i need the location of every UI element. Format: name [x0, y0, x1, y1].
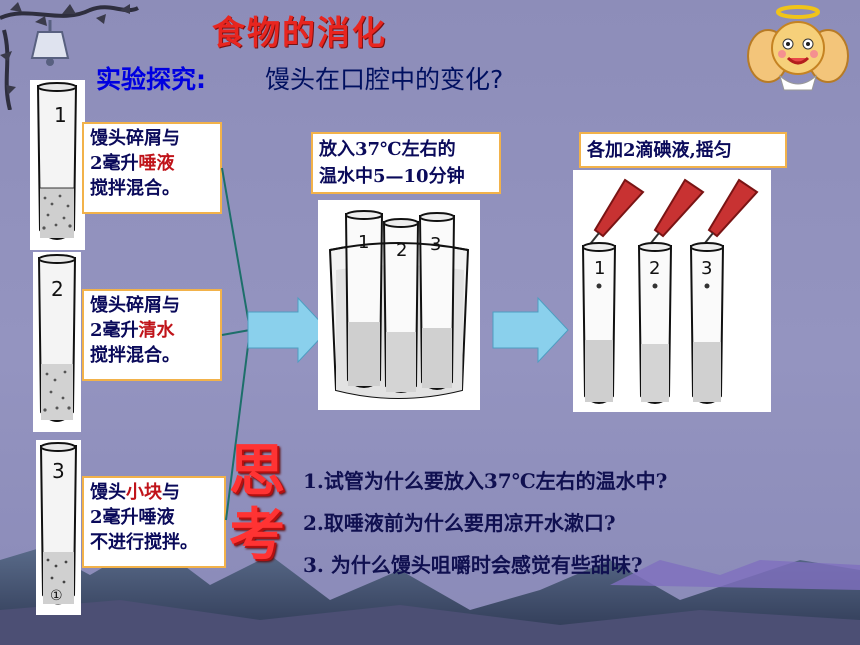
desc-word: 馒头	[90, 482, 126, 503]
warm-line-1: 放入37℃左右的	[319, 139, 456, 160]
think-char-1: 思	[229, 439, 285, 504]
test-tube-3: 3 ①	[36, 440, 81, 615]
desc-line: 搅拌混合。	[90, 178, 180, 199]
vine-bell-decoration	[0, 2, 139, 110]
subtitle-prefix: 实验探究:	[96, 65, 206, 94]
desc-line: 馒头碎屑与	[90, 295, 180, 316]
desc-saliva-highlight: 唾液	[138, 153, 175, 174]
iodine-tube-1-number: 1	[594, 258, 605, 279]
desc-line: 搅拌混合。	[90, 345, 180, 366]
beaker-tube-2-number: 2	[396, 240, 407, 261]
question-1: 1.试管为什么要放入37℃左右的温水中?	[303, 469, 668, 493]
desc-line: 馒头碎屑与	[90, 128, 180, 149]
tube-number: 2	[51, 277, 64, 301]
think-char-2: 考	[229, 503, 285, 568]
test-tube-1: 1	[30, 80, 85, 250]
desc-volume: 2毫升	[90, 153, 139, 174]
tube-number: 3	[52, 459, 65, 483]
iodine-tube-2-number: 2	[649, 258, 660, 279]
tube-1-description: 馒头碎屑与 2毫升唾液 搅拌混合。	[82, 122, 222, 214]
tube-3-description: 馒头小块与 2毫升唾液 不进行搅拌。	[82, 476, 226, 568]
desc-chunk-highlight: 小块	[126, 482, 162, 503]
slide-title: 食物的消化	[212, 13, 387, 52]
iodine-tube-3-number: 3	[701, 258, 712, 279]
question-2: 2.取唾液前为什么要用凉开水漱口?	[303, 511, 616, 535]
beaker-tube-1-number: 1	[358, 232, 369, 253]
tube-number: 1	[54, 103, 67, 127]
desc-line: 不进行搅拌。	[90, 532, 198, 553]
desc-word: 与	[162, 482, 180, 503]
question-3: 3. 为什么馒头咀嚼时会感觉有些甜味?	[303, 553, 643, 577]
angel-cartoon	[747, 5, 849, 91]
tube-2-description: 馒头碎屑与 2毫升清水 搅拌混合。	[82, 289, 222, 381]
warm-water-label: 放入37℃左右的 温水中5—10分钟	[311, 132, 501, 194]
subtitle-text: 馒头在口腔中的变化?	[265, 65, 504, 94]
tube-bottom-mark: ①	[50, 588, 63, 604]
warm-line-2: 温水中5—10分钟	[319, 166, 465, 187]
water-bath-beaker: 1 2 3	[318, 200, 480, 410]
iodine-label: 各加2滴碘液,摇匀	[579, 132, 787, 168]
desc-water-highlight: 清水	[138, 320, 175, 341]
iodine-droppers-tubes: 1 2 3	[573, 170, 771, 412]
think-label: 思 考	[229, 440, 293, 568]
desc-line: 2毫升唾液	[90, 507, 175, 528]
test-tube-2: 2	[33, 252, 81, 432]
desc-volume: 2毫升	[90, 320, 139, 341]
